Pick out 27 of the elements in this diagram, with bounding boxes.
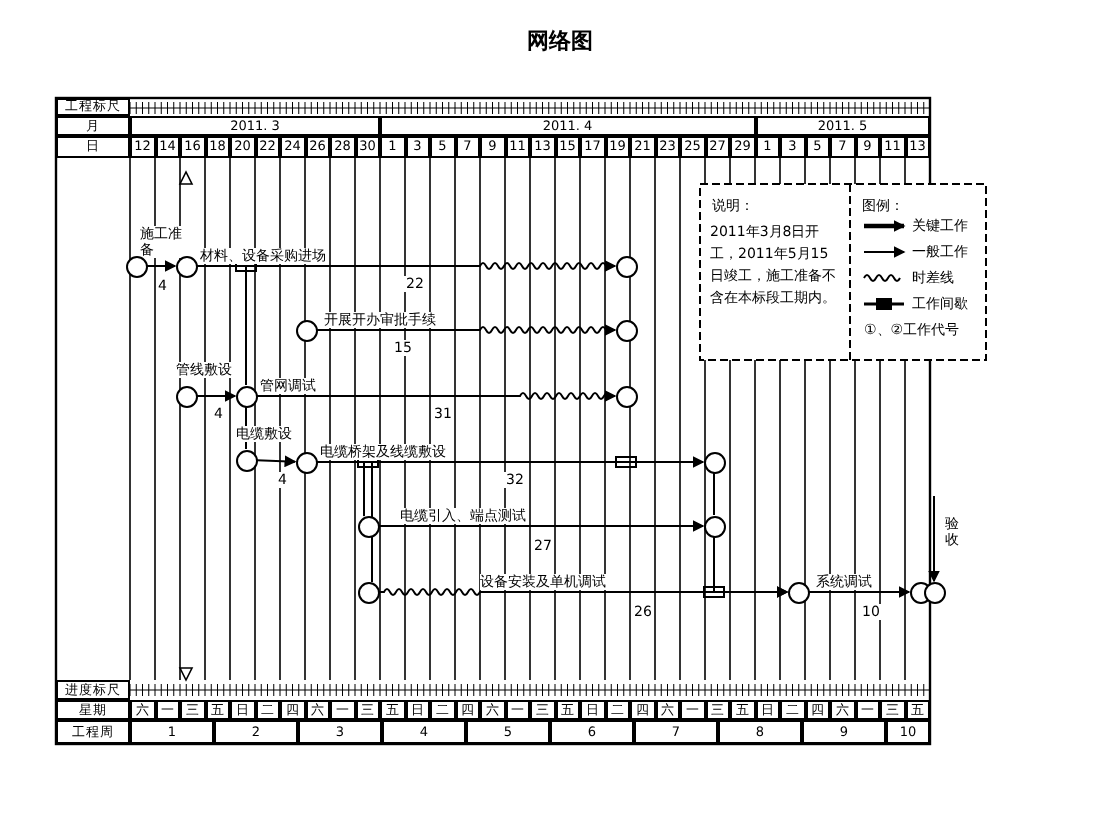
arrow	[378, 520, 705, 532]
arrow	[713, 536, 789, 598]
event-circle	[235, 385, 257, 407]
arrow	[316, 324, 617, 336]
connector-line	[713, 472, 715, 516]
arrow	[196, 390, 237, 402]
arrow	[928, 495, 940, 583]
event-circle	[125, 255, 147, 277]
arrow	[256, 390, 617, 402]
event-circle	[703, 515, 725, 537]
event-circle	[615, 385, 637, 407]
diagram-title: 网络图	[525, 28, 595, 54]
event-circle	[357, 515, 379, 537]
event-circle	[703, 451, 725, 473]
event-circle	[175, 255, 197, 277]
event-circle	[357, 581, 379, 603]
arrow	[256, 455, 297, 468]
event-circle	[923, 581, 945, 603]
event-circle	[615, 319, 637, 341]
arrow	[808, 586, 911, 598]
event-circle	[175, 385, 197, 407]
event-circle	[295, 319, 317, 341]
event-circle	[615, 255, 637, 277]
event-circle	[235, 449, 257, 471]
event-circle	[295, 451, 317, 473]
event-circle	[787, 581, 809, 603]
arrow	[146, 260, 177, 272]
